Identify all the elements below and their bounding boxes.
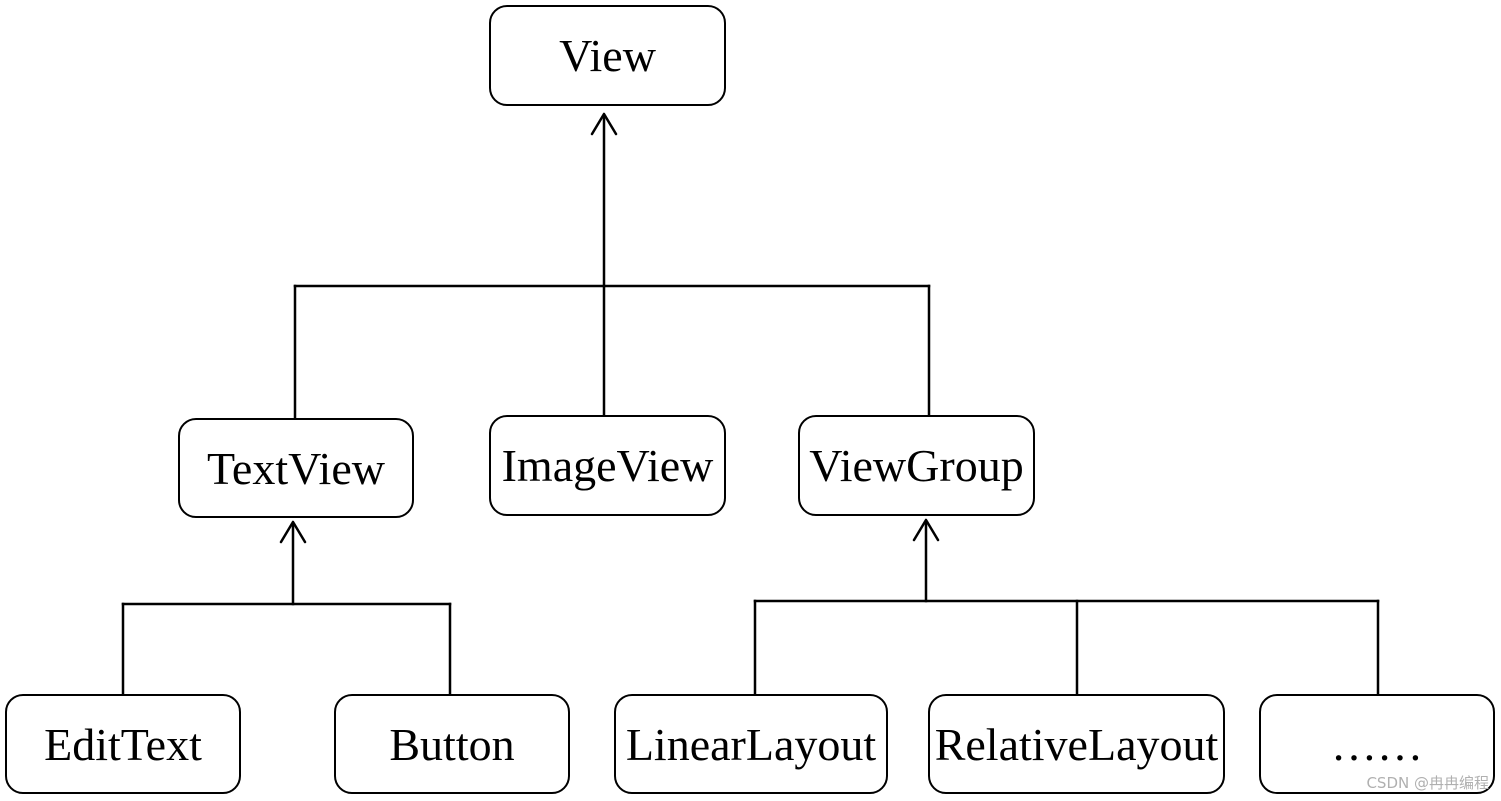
viewgroup-arrowhead (912, 518, 940, 542)
node-button: Button (334, 694, 570, 794)
view-arrowhead (590, 112, 618, 136)
node-view: View (489, 5, 726, 106)
node-viewgroup: ViewGroup (798, 415, 1035, 516)
node-more: …… (1259, 694, 1495, 794)
node-textview: TextView (178, 418, 414, 518)
textview-arrowhead (279, 520, 307, 544)
node-imageview: ImageView (489, 415, 726, 516)
watermark-text: CSDN @冉冉编程 (1366, 774, 1489, 792)
node-relativelayout: RelativeLayout (928, 694, 1225, 794)
node-edittext: EditText (5, 694, 241, 794)
node-linearlayout: LinearLayout (614, 694, 888, 794)
